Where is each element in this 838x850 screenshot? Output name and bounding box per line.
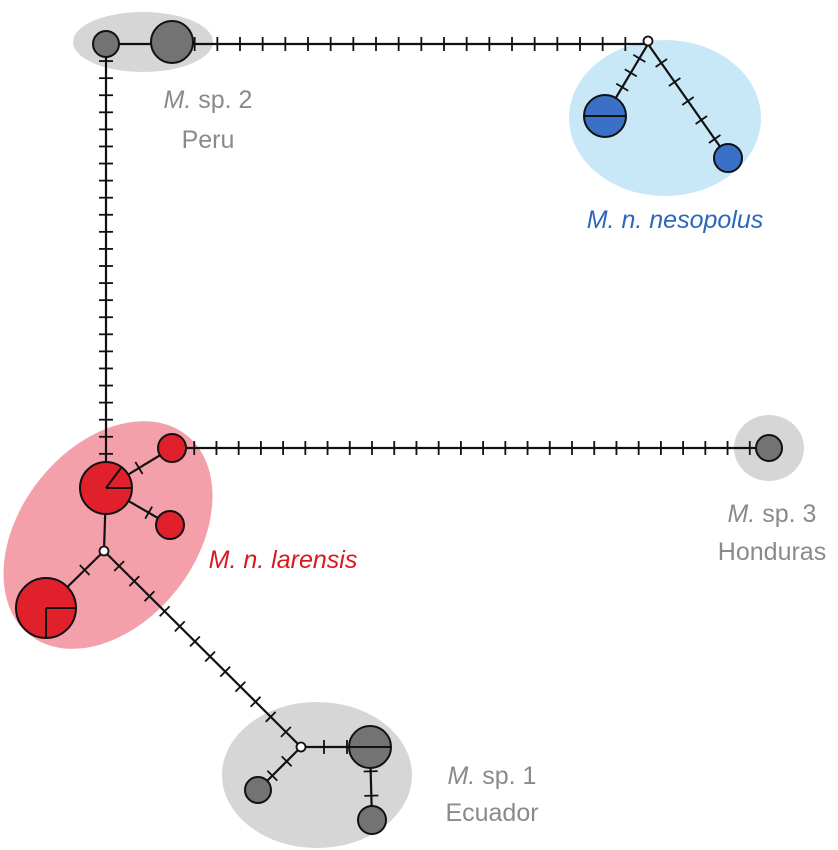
group-ellipse-larensis [3,421,213,649]
edge-larensis-to-sp1-mutation-tick [159,605,171,617]
edge-larensis-small-top-mutation-tick [134,461,144,475]
haplotype-larensis-top-circle [157,433,187,463]
edge-larensis-to-sp1-mutation-tick [265,711,277,723]
edge-nesopolus-a-mutation-tick [615,82,629,92]
haplotype-sp3 [755,434,783,462]
label-sp3: M. sp. 3 [728,500,817,528]
edge-larensis-to-sp1-mutation-tick [143,590,156,602]
haplotype-sp2-small [92,30,120,58]
edge-nesopolus-b-mutation-tick [708,134,721,144]
label-larensis: M. n. larensis [209,546,358,574]
haplotype-nesopolus-small [713,143,743,173]
median-vector-larensis [98,545,110,557]
edge-larensis-to-sp1-mutation-tick [189,635,201,648]
edge-larensis-to-sp1-mutation-tick [204,650,216,663]
edge-larensis-to-sp1-mutation-tick [280,726,292,738]
edge-larensis-small-right-mutation-tick [144,506,153,520]
edge-larensis-to-sp1-mutation-tick [219,666,231,678]
haplotype-larensis-center [79,461,133,515]
edge-nesopolus-b-mutation-tick [695,115,708,125]
median-vector-sp1 [295,741,307,753]
label-sp2-region: Peru [182,126,235,154]
edge-nesopolus-b-mutation-tick [668,77,681,87]
haplotype-sp1-left-circle [244,776,272,804]
haplotype-sp2-small-circle [92,30,120,58]
haplotype-larensis-top [157,433,187,463]
haplotype-larensis-right [155,510,185,540]
edge-larensis-to-sp1-mutation-tick [174,620,186,632]
label-sp1: M. sp. 1 [448,762,537,790]
haplotype-sp3-circle [755,434,783,462]
label-sp3-region: Honduras [718,538,826,566]
median-vector-nesopolus [642,35,654,47]
haplotype-nesopolus-small-circle [713,143,743,173]
edge-larensis-to-sp1-mutation-tick [128,575,140,587]
haplotype-sp2-large-circle [150,20,194,64]
edge-nesopolus-a-mutation-tick [632,54,646,63]
haplotype-sp1-large [348,725,392,769]
edge-sp1-left-mutation-tick [281,755,293,767]
haplotype-sp1-left [244,776,272,804]
label-nesopolus: M. n. nesopolus [587,206,764,234]
edge-larensis-to-sp1 [103,550,302,748]
haplotype-larensis-large [15,577,77,639]
label-sp1-region: Ecuador [445,799,538,827]
group-ellipse-nesopolus [569,40,761,196]
haplotype-nesopolus-large [583,94,627,138]
haplotype-sp2-large [150,20,194,64]
edge-sp1-left-mutation-tick [266,770,278,782]
edge-larensis-to-sp1-mutation-tick [113,560,125,572]
edge-nesopolus-a-mutation-tick [624,68,638,78]
haplotype-larensis-right-circle [155,510,185,540]
label-sp2: M. sp. 2 [164,86,253,114]
edge-larensis-to-sp1-mutation-tick [234,681,246,693]
haplotype-sp1-bottom-circle [357,805,387,835]
haplotype-nodes [15,20,783,835]
edge-larensis-large-mutation-tick [79,564,91,576]
edge-larensis-to-sp1-mutation-tick [249,696,262,708]
haplotype-sp1-bottom [357,805,387,835]
edge-nesopolus-b-mutation-tick [655,58,668,68]
edge-nesopolus-b-mutation-tick [681,96,695,106]
haplotype-larensis-center-divider-a [105,466,123,489]
